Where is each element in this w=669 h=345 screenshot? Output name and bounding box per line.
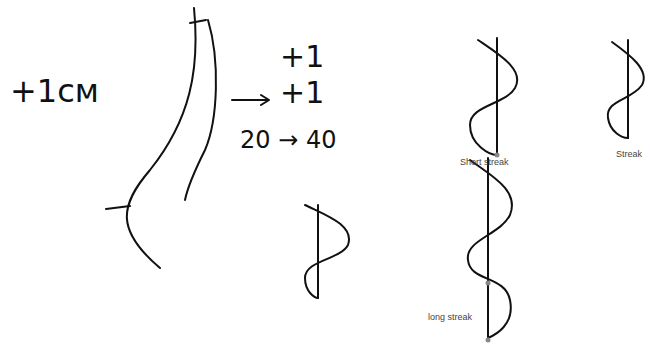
streak-axis	[496, 38, 498, 155]
streak-wave	[608, 42, 644, 138]
end-dot	[486, 338, 491, 343]
short-curve	[185, 20, 216, 200]
streak-wave	[305, 205, 349, 298]
handwritten-note: 20 → 40	[240, 127, 336, 153]
streak-label: Streak	[616, 150, 642, 160]
streak-label: Short streak	[460, 158, 509, 168]
streak-label: long streak	[428, 313, 472, 323]
long-curve	[127, 8, 196, 268]
arrow	[232, 95, 269, 105]
end-dot	[486, 281, 491, 286]
streak-axis	[317, 205, 319, 298]
tick-mark	[190, 20, 206, 23]
handwritten-note: +1см	[10, 74, 99, 109]
streak-axis	[487, 158, 489, 340]
streak-wave	[468, 160, 512, 338]
end-dot	[495, 153, 500, 158]
handwritten-note: +1	[280, 76, 324, 109]
handwritten-note: +1	[280, 40, 324, 73]
tick-mark	[106, 206, 130, 209]
streak-wave	[470, 40, 517, 155]
